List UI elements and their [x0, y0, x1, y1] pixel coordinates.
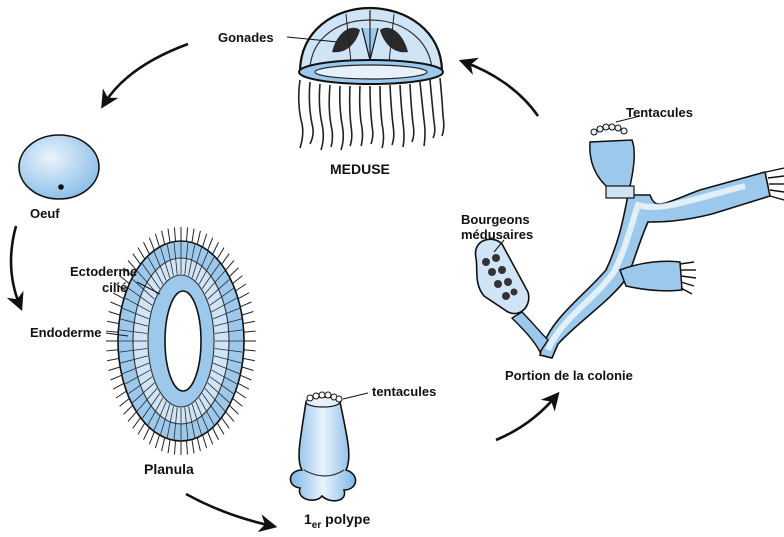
cilium	[109, 367, 121, 371]
cilium	[116, 391, 126, 398]
polype-prefix: 1	[304, 511, 312, 527]
cilium	[240, 375, 251, 380]
cilium	[233, 276, 243, 284]
cilium	[155, 435, 159, 448]
cilium	[149, 238, 154, 251]
cilium	[221, 418, 229, 429]
polype-sup: er	[312, 520, 321, 531]
cilium	[162, 231, 165, 245]
cilium	[192, 229, 194, 243]
cilium	[168, 439, 170, 453]
cilium	[236, 391, 246, 398]
cilium	[213, 428, 219, 440]
cilium	[107, 321, 119, 323]
cilium	[109, 311, 121, 315]
label-cilie: cilié	[102, 280, 127, 295]
cilium	[229, 268, 238, 277]
label-planula: Planula	[144, 462, 194, 477]
cilium	[192, 439, 194, 453]
curved-arrow-icon	[104, 44, 188, 104]
cilium	[243, 321, 255, 323]
cilium	[217, 248, 224, 259]
cilium	[242, 311, 254, 315]
cilium	[106, 331, 118, 332]
cilium	[128, 412, 136, 422]
cilium	[162, 438, 165, 452]
planula-illustration	[106, 227, 256, 455]
cilium	[186, 441, 187, 455]
cilium	[111, 302, 122, 307]
cilium	[138, 423, 145, 434]
cilium	[226, 260, 234, 270]
label-meduse: MEDUSE	[330, 162, 390, 177]
meduse-illustration	[287, 8, 444, 150]
label-colonie: Portion de la colonie	[505, 368, 633, 383]
curved-arrow-icon	[464, 62, 538, 116]
cilium	[120, 398, 130, 406]
cilium	[168, 229, 170, 243]
label-tentacules-colonie: Tentacules	[626, 105, 693, 120]
cilium	[229, 405, 238, 414]
label-polype: 1er polype	[304, 512, 370, 533]
curved-arrow-icon	[496, 396, 556, 440]
cilium	[197, 438, 200, 452]
cilium	[203, 435, 207, 448]
label-bourgeons: Bourgeons	[461, 212, 530, 227]
cilium	[113, 383, 124, 389]
label-endoderme: Endoderme	[30, 325, 102, 340]
cilium	[217, 423, 224, 434]
cilium	[244, 350, 256, 351]
cilium	[133, 254, 141, 265]
cilium	[133, 418, 141, 429]
cilium	[144, 428, 150, 440]
cilium	[144, 242, 150, 254]
curved-arrow-icon	[186, 494, 272, 526]
cilium	[203, 234, 207, 247]
label-tentacules-polype: tentacules	[372, 384, 436, 399]
cilium	[236, 284, 246, 291]
cilium	[213, 242, 219, 254]
cilium	[174, 227, 175, 241]
cilium	[155, 234, 159, 247]
cycle-arrows	[11, 44, 556, 526]
cilium	[149, 432, 154, 445]
oeuf-illustration	[19, 135, 99, 199]
cilium	[240, 302, 251, 307]
cilium	[244, 331, 256, 332]
cilium	[208, 238, 213, 251]
cilium	[106, 350, 118, 351]
label-ectoderme: Ectoderme	[70, 264, 137, 279]
label-oeuf: Oeuf	[30, 206, 60, 221]
label-gonades: Gonades	[218, 30, 274, 45]
cilium	[124, 405, 133, 414]
cilium	[186, 227, 187, 241]
polype-suffix: polype	[321, 511, 370, 527]
cilium	[111, 375, 122, 380]
label-medusaires: médusaires	[461, 227, 533, 242]
cilium	[242, 367, 254, 371]
cilium	[138, 248, 145, 259]
polype-illustration	[290, 392, 368, 501]
curved-arrow-icon	[11, 226, 20, 306]
cilium	[238, 383, 249, 389]
cilium	[238, 293, 249, 299]
cilium	[243, 358, 255, 360]
cilium	[221, 254, 229, 265]
cilium	[174, 441, 175, 455]
cilium	[107, 358, 119, 360]
cilium	[208, 432, 213, 445]
cilium	[233, 398, 243, 406]
cilium	[226, 412, 234, 422]
cilium	[197, 231, 200, 245]
